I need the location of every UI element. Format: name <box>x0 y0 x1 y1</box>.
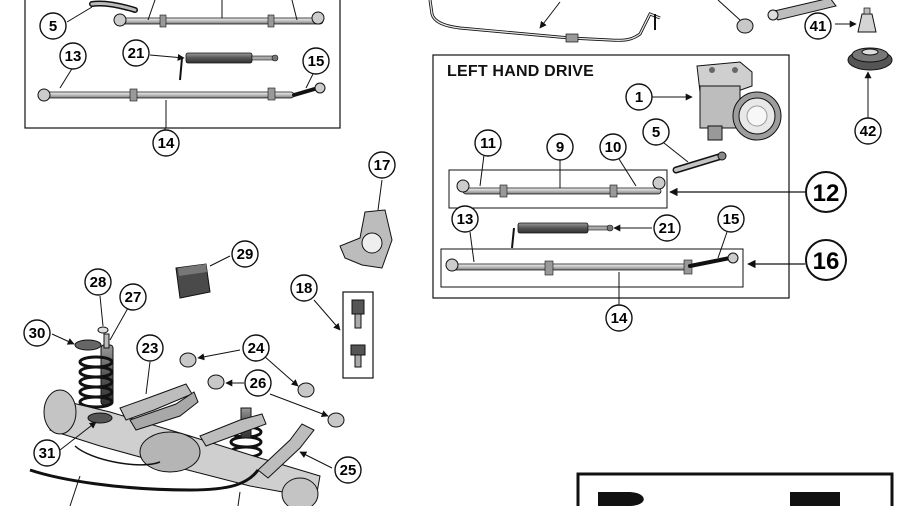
callout-23: 23 <box>136 334 164 362</box>
svg-text:9: 9 <box>556 139 564 156</box>
callout-28: 28 <box>84 268 112 296</box>
callout-26: 26 <box>244 369 272 397</box>
svg-text:12: 12 <box>813 180 840 207</box>
tie-rod-lower-lhd <box>445 252 739 276</box>
tie-rod-upper-rhd <box>113 11 325 28</box>
spring-isolator-42 <box>847 47 893 118</box>
callout-18: 18 <box>290 274 318 302</box>
lhd-box-border <box>432 54 790 299</box>
bushing-top <box>717 0 754 34</box>
bushing-24b <box>297 382 315 398</box>
svg-text:24: 24 <box>248 340 265 357</box>
tie-rod-assembly-16-frame <box>440 248 744 288</box>
svg-text:31: 31 <box>39 445 56 462</box>
callout-13-rhd: 13 <box>59 42 87 70</box>
svg-text:16: 16 <box>813 248 840 275</box>
bump-stop-41 <box>835 7 877 33</box>
svg-text:10: 10 <box>605 139 622 156</box>
brake-hose-and-link <box>428 0 661 43</box>
callout-14-rhd: 14 <box>152 129 180 157</box>
callout-1: 1 <box>625 83 653 111</box>
rhd-steering-group <box>24 0 341 131</box>
steering-knuckle-17 <box>339 179 393 269</box>
svg-text:5: 5 <box>652 124 660 141</box>
coil-spring-left <box>78 355 114 409</box>
svg-text:18: 18 <box>296 280 313 297</box>
steering-gear <box>696 61 782 141</box>
callout-30: 30 <box>23 319 51 347</box>
callout-15-rhd: 15 <box>302 47 330 75</box>
front-suspension-assembly <box>29 295 345 506</box>
callout-14-lhd: 14 <box>605 304 633 332</box>
svg-text:21: 21 <box>659 220 676 237</box>
svg-text:15: 15 <box>723 211 740 228</box>
tie-rod-assembly-12-frame <box>448 169 668 209</box>
callout-21-rhd: 21 <box>122 39 150 67</box>
lhd-steering-group <box>432 54 805 305</box>
svg-text:13: 13 <box>457 211 474 228</box>
bushing-26a <box>207 374 225 390</box>
bushing-26b <box>327 412 345 428</box>
callout-25: 25 <box>334 456 362 484</box>
callout-11: 11 <box>474 129 502 157</box>
svg-text:26: 26 <box>250 375 267 392</box>
callout-31: 31 <box>33 439 61 467</box>
svg-text:27: 27 <box>125 289 142 306</box>
pitman-arm-lhd <box>672 151 727 174</box>
svg-text:14: 14 <box>158 135 175 152</box>
callout-12: 12 <box>805 171 847 213</box>
control-arm-fragment <box>767 0 837 21</box>
rhd-box-border <box>24 0 341 129</box>
callout-9: 9 <box>546 133 574 161</box>
svg-text:5: 5 <box>49 18 57 35</box>
svg-text:42: 42 <box>860 123 877 140</box>
callout-42: 42 <box>854 117 882 145</box>
tie-rod-upper-lhd <box>456 176 666 198</box>
callout-15-lhd: 15 <box>717 205 745 233</box>
svg-text:41: 41 <box>810 18 827 35</box>
callout-5-lhd: 5 <box>642 118 670 146</box>
svg-text:11: 11 <box>480 135 496 152</box>
left-hand-drive-label: LEFT HAND DRIVE <box>447 63 594 80</box>
svg-text:25: 25 <box>340 462 357 479</box>
svg-text:17: 17 <box>374 157 391 174</box>
steering-damper-lhd <box>511 222 614 249</box>
callout-27: 27 <box>119 283 147 311</box>
ball-joint-kit-18 <box>313 291 374 379</box>
svg-text:30: 30 <box>29 325 46 342</box>
callout-10: 10 <box>599 133 627 161</box>
tie-rod-lower-rhd <box>37 82 326 102</box>
corner-logo-fragment <box>576 472 894 506</box>
callout-16: 16 <box>805 239 847 281</box>
callout-21-lhd: 21 <box>653 214 681 242</box>
bushing-24a <box>179 352 197 368</box>
svg-text:13: 13 <box>65 48 82 65</box>
svg-text:23: 23 <box>142 340 159 357</box>
callout-24: 24 <box>242 334 270 362</box>
svg-text:14: 14 <box>611 310 628 327</box>
svg-text:28: 28 <box>90 274 107 291</box>
bump-pad-29 <box>175 255 231 299</box>
callouts: 5 13 21 15 14 41 42 1 5 11 9 10 12 13 15… <box>23 12 882 484</box>
steering-damper-rhd <box>179 52 279 81</box>
svg-text:1: 1 <box>635 89 643 106</box>
svg-text:15: 15 <box>308 53 325 70</box>
callout-5-rhd: 5 <box>39 12 67 40</box>
callout-17: 17 <box>368 151 396 179</box>
callout-41: 41 <box>804 12 832 40</box>
svg-text:21: 21 <box>128 45 145 62</box>
svg-text:29: 29 <box>237 246 254 263</box>
callout-13-lhd: 13 <box>451 205 479 233</box>
callout-29: 29 <box>231 240 259 268</box>
